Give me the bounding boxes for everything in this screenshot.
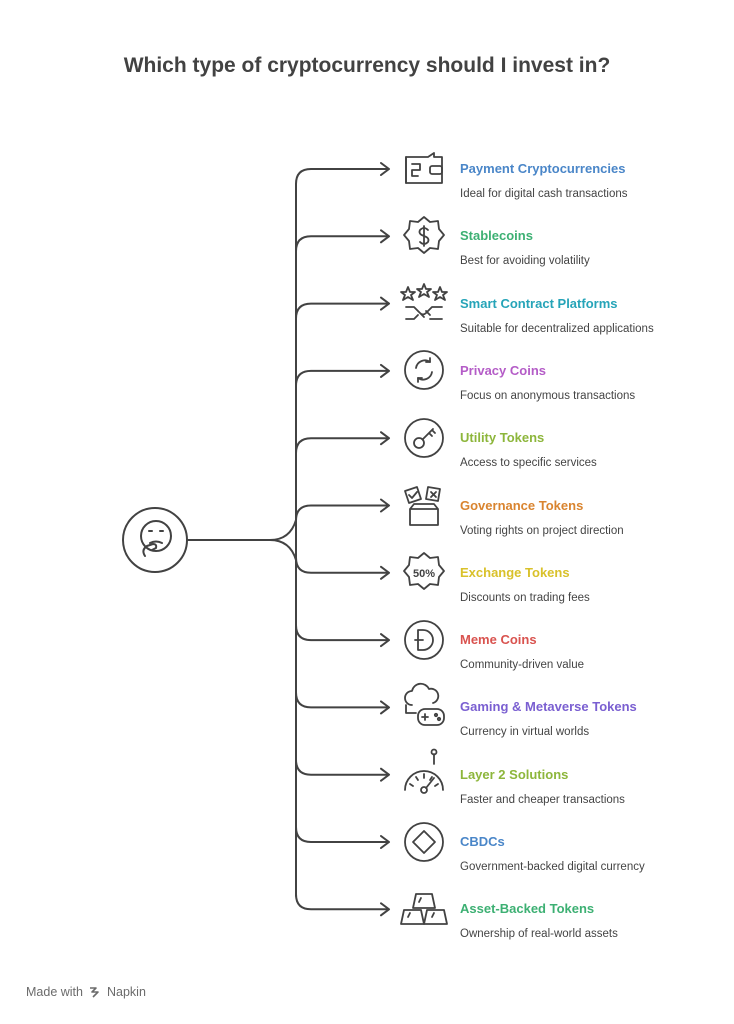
branch-connector [295,624,389,642]
branch-connector [295,691,389,709]
branch-description: Focus on anonymous transactions [460,389,636,402]
branch-arrowhead [380,700,390,715]
branch-arrowhead [380,296,390,311]
branch-connector [295,437,389,455]
wallet-icon [405,152,443,184]
branch-arrowhead [380,498,390,513]
branch-label: Utility Tokens [460,430,545,446]
branch-description: Voting rights on project direction [460,524,624,537]
branch-description: Suitable for decentralized applications [460,322,654,335]
branch-label: Governance Tokens [460,497,584,513]
branch-label: CBDCs [460,834,505,849]
brand-name: Napkin [106,985,146,999]
branch-connector [295,556,389,574]
branch-label: Gaming & Metaverse Tokens [460,699,637,715]
branch-label: Layer 2 Solutions [460,766,569,782]
branch-connector [295,758,389,776]
branch-connector [295,504,389,522]
branch-connector [295,235,389,253]
speedometer-icon [404,748,444,794]
branch-arrowhead [380,902,390,917]
branch-label: Stablecoins [460,228,533,244]
dollar-badge-icon [403,216,445,254]
branch-description: Discounts on trading fees [460,591,590,604]
cloud-gamepad-icon [404,682,445,726]
discount-badge-text: 50% [413,568,435,580]
branch-connector [295,893,389,911]
trunk-fan [269,519,297,561]
branch-label: Asset-Backed Tokens [460,901,595,917]
branch-description: Access to specific services [460,457,597,470]
handshake-stars-icon [400,283,448,320]
thinking-face-icon [122,507,188,573]
branch-label: Exchange Tokens [460,564,570,580]
branch-connector [295,826,389,843]
page-title: Which type of cryptocurrency should I in… [123,54,611,77]
branch-label: Privacy Coins [460,362,546,378]
branch-label: Smart Contract Platforms [460,295,618,311]
footer: Made with Napkin [26,985,146,999]
branch-connector [295,369,389,387]
gold-bars-icon [400,893,448,925]
branch-label: Payment Cryptocurrencies [460,161,626,176]
ballot-icon [404,486,441,526]
branch-description: Currency in virtual worlds [460,726,590,739]
dogecoin-icon [404,620,444,660]
made-with-text: Made with [26,985,83,999]
refresh-circle-icon [404,350,444,390]
branch-arrowhead [380,162,390,176]
branch-arrowhead [380,229,390,244]
branch-description: Community-driven value [460,659,584,672]
branch-connector [295,302,389,320]
branch-arrowhead [380,363,390,378]
branch-description: Ideal for digital cash transactions [460,188,628,200]
branch-arrowhead [380,431,390,446]
branch-arrowhead [380,835,390,849]
branch-label: Meme Coins [460,632,537,648]
branch-description: Faster and cheaper transactions [460,793,625,806]
branch-description: Ownership of real-world assets [460,928,618,941]
branch-description: Government-backed digital currency [460,861,645,873]
branch-arrowhead [380,767,390,782]
branch-connector [295,168,389,185]
branch-description: Best for avoiding volatility [460,255,590,268]
diamond-circle-icon [404,822,444,862]
key-circle-icon [404,418,444,458]
branch-arrowhead [380,633,390,648]
napkin-logo-icon [89,987,99,998]
discount-badge-icon [403,552,445,590]
branch-arrowhead [380,565,390,580]
